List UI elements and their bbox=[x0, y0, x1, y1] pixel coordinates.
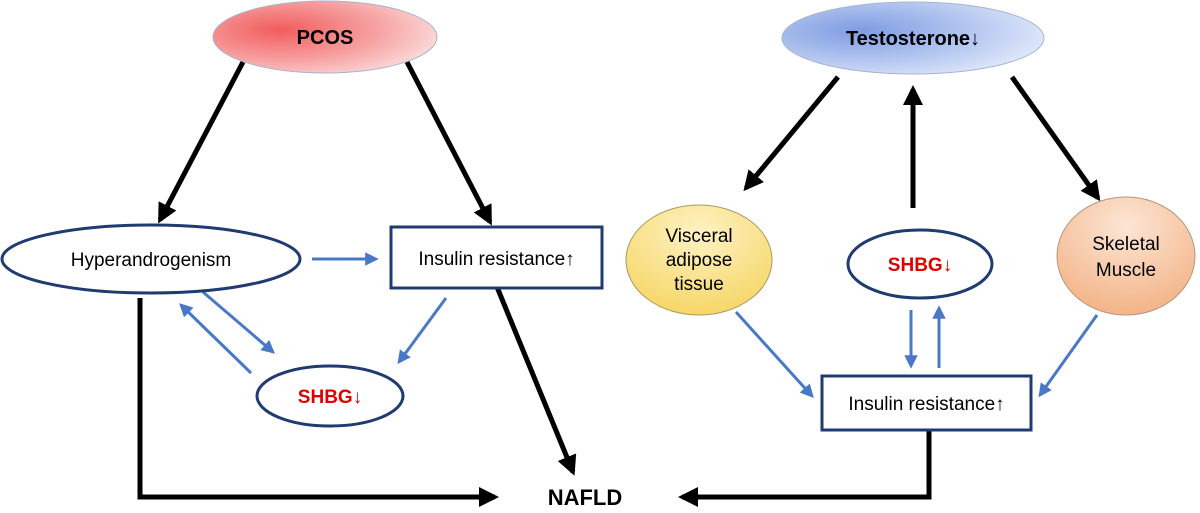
testosterone-node: Testosterone↓ bbox=[781, 1, 1045, 75]
arrow-skeletal-to-insulin-resistance bbox=[1038, 314, 1099, 398]
insulin-resistance-box-right: Insulin resistance↑ bbox=[820, 374, 1033, 432]
arrow-visceral-to-insulin-resistance bbox=[734, 310, 814, 399]
arrow-insulin-resistance-to-shbg bbox=[397, 297, 448, 365]
shbg-node-right: SHBG↓ bbox=[846, 228, 994, 300]
visceral-label-line-3: tissue bbox=[674, 274, 724, 295]
arrow-pcos-to-hyperandrogenism bbox=[157, 60, 246, 224]
arrow-shbg-to-hyperandrogenism bbox=[179, 303, 253, 375]
skeletal-label-line-1: Skeletal bbox=[1092, 234, 1160, 255]
skeletal-label-line-2: Muscle bbox=[1096, 260, 1156, 281]
shbg-label-right: SHBG↓ bbox=[888, 255, 952, 276]
arrow-testosterone-to-skeletal bbox=[1009, 75, 1101, 202]
hyperandrogenism-node: Hyperandrogenism bbox=[0, 223, 302, 295]
nafld-label: NAFLD bbox=[548, 485, 623, 510]
arrow-pcos-to-insulin-resistance bbox=[404, 60, 493, 226]
insulin-resistance-label-left: Insulin resistance↑ bbox=[418, 249, 574, 270]
visceral-label-line-1: Visceral bbox=[665, 226, 732, 247]
arrow-insulin-resistance-to-nafld bbox=[494, 286, 577, 476]
insulin-resistance-label-right: Insulin resistance↑ bbox=[848, 394, 1004, 415]
skeletal-muscle-node: Skeletal Muscle bbox=[1056, 196, 1196, 316]
arrow-testosterone-to-visceral bbox=[743, 75, 840, 192]
shbg-label-left: SHBG↓ bbox=[298, 387, 362, 408]
shbg-node-left: SHBG↓ bbox=[255, 364, 405, 428]
pcos-node: PCOS bbox=[212, 0, 438, 74]
pcos-label: PCOS bbox=[297, 27, 354, 49]
arrow-insulin-resistance-to-nafld bbox=[678, 430, 932, 507]
hyperandrogenism-label: Hyperandrogenism bbox=[71, 250, 232, 271]
visceral-label-line-2: adipose bbox=[666, 250, 733, 271]
insulin-resistance-box-left: Insulin resistance↑ bbox=[389, 225, 604, 290]
arrow-hyperandrogenism-to-nafld bbox=[137, 298, 499, 507]
testosterone-label: Testosterone↓ bbox=[846, 28, 980, 50]
visceral-adipose-node: Visceral adipose tissue bbox=[625, 204, 773, 316]
arrow-hyperandrogenism-to-shbg bbox=[202, 290, 276, 354]
